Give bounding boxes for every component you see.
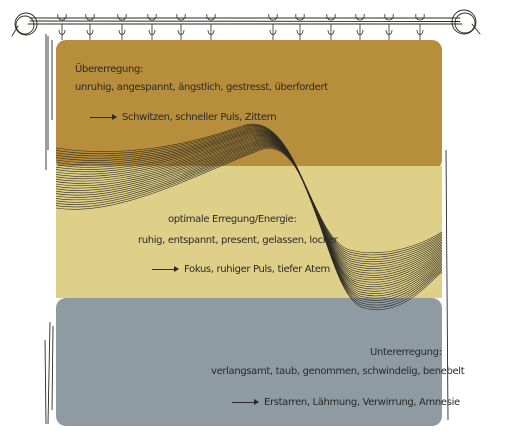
curtain-rod-icon xyxy=(11,9,481,37)
curtain-ring-icon xyxy=(355,13,365,40)
overarousal-zone xyxy=(56,40,442,170)
arrow-right-icon xyxy=(232,399,259,405)
wave-line xyxy=(55,136,443,283)
curtain-ring-icon xyxy=(295,13,305,40)
arrow-right-icon xyxy=(90,114,117,120)
wave-line xyxy=(55,134,443,278)
curtain-ring-icon xyxy=(268,13,278,40)
overarousal-title: Übererregung: xyxy=(75,64,144,75)
curtain-ring-icon xyxy=(57,13,67,40)
underarousal-description: verlangsamt, taub, genommen, schwindelig… xyxy=(211,366,465,377)
arrow-right-icon xyxy=(152,266,179,272)
overarousal-effects-row: Schwitzen, schneller Puls, Zittern xyxy=(90,112,277,123)
optimal-effects: Fokus, ruhiger Puls, tiefer Atem xyxy=(184,264,330,275)
underarousal-effects: Erstarren, Lähmung, Verwirrung, Amnesie xyxy=(264,397,460,408)
underarousal-title: Untererregung: xyxy=(370,347,442,358)
curtain-ring-icon xyxy=(176,13,186,40)
curtain-side-strokes xyxy=(44,34,449,425)
curtain-ring-icon xyxy=(326,13,336,40)
overarousal-effects: Schwitzen, schneller Puls, Zittern xyxy=(122,112,277,123)
curtain-ring-icon xyxy=(415,13,425,40)
curtain-ring-icon xyxy=(85,13,95,40)
wave-lines xyxy=(55,123,443,310)
optimal-description: ruhig, entspannt, present, gelassen, loc… xyxy=(138,235,338,246)
curtain-ring-icon xyxy=(206,13,216,40)
underarousal-zone xyxy=(56,298,442,426)
curtain-ring-icon xyxy=(117,13,127,40)
optimal-effects-row: Fokus, ruhiger Puls, tiefer Atem xyxy=(152,264,330,275)
wave-line xyxy=(55,148,443,310)
curtain-rings xyxy=(57,13,425,40)
overarousal-description: unruhig, angespannt, ängstlich, gestress… xyxy=(75,82,328,93)
underarousal-effects-row: Erstarren, Lähmung, Verwirrung, Amnesie xyxy=(232,397,460,408)
curtain-ring-icon xyxy=(384,13,394,40)
optimal-arousal-zone xyxy=(56,166,442,298)
curtain-ring-icon xyxy=(147,13,157,40)
optimal-title: optimale Erregung/Energie: xyxy=(168,214,297,225)
wave-line xyxy=(55,135,443,281)
